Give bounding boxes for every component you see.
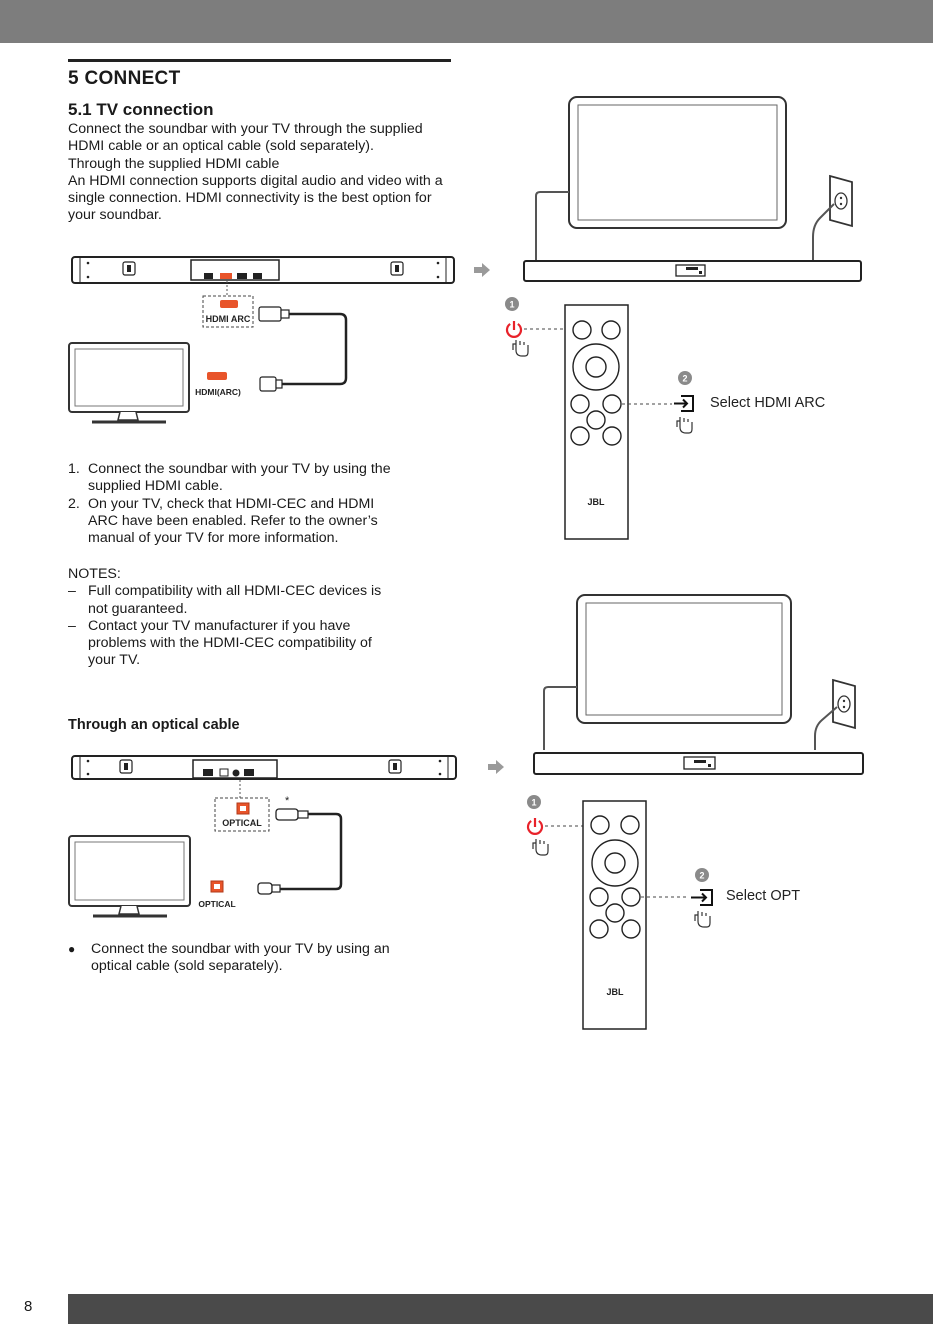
remote-power-button[interactable] — [572, 320, 592, 340]
optical-tv-soundbar-front — [533, 594, 864, 775]
remote-control[interactable]: JBL — [582, 800, 647, 1030]
note-item: – Full compatibility with all HDMI-CEC d… — [68, 583, 382, 617]
footer-bar — [68, 1294, 933, 1324]
tv-front — [535, 96, 787, 260]
hdmi-tv-soundbar-front — [523, 96, 862, 282]
soundbar-rear — [71, 256, 455, 296]
remote-control[interactable]: JBL — [564, 304, 629, 540]
optical-bullet: ● Connect the soundbar with your TV by u… — [68, 941, 390, 975]
step-badge-1: 1 — [505, 297, 519, 311]
soundbar-rear — [71, 755, 457, 798]
hdmi-steps: 1. Connect the soundbar with your TV by … — [68, 461, 391, 547]
optical-remote-diagram: 1 JBL 2 Select OPT — [526, 795, 800, 1030]
step-badge-2: 2 — [678, 371, 692, 385]
hand-pointer-icon — [532, 839, 549, 856]
optical-cable — [257, 808, 343, 895]
notes-title: NOTES: — [68, 566, 121, 582]
optical-wiring-diagram: OPTICAL * OPTICAL — [68, 755, 457, 918]
intro-line: single connection. HDMI connectivity is … — [68, 190, 432, 207]
step-badge-2: 2 — [695, 868, 709, 882]
page-number: 8 — [24, 1298, 33, 1315]
intro-line: HDMI cable or an optical cable (sold sep… — [68, 138, 374, 155]
select-opt-text: Select OPT — [726, 888, 800, 904]
soundbar-optical-port-callout: OPTICAL — [214, 797, 270, 832]
remote-input-button[interactable] — [621, 887, 641, 907]
intro-line: your soundbar. — [68, 207, 162, 224]
soundbar-hdmi-port-callout: HDMI ARC — [202, 295, 254, 328]
step-item: 1. Connect the soundbar with your TV by … — [68, 461, 391, 495]
power-icon — [526, 818, 544, 835]
asterisk: * — [285, 795, 290, 807]
power-icon — [505, 321, 523, 338]
intro-line: Through the supplied HDMI cable — [68, 155, 280, 172]
intro-line: Connect the soundbar with your TV throug… — [68, 121, 423, 137]
tv-side-view: OPTICAL — [68, 835, 236, 918]
svg-text:1: 1 — [531, 798, 536, 808]
step-badge-1: 1 — [527, 795, 541, 809]
svg-text:2: 2 — [682, 374, 687, 384]
remote-input-button[interactable] — [602, 394, 622, 414]
subsection-title: 5.1 TV connection — [68, 100, 214, 119]
remote-power-button[interactable] — [590, 815, 610, 835]
svg-text:2: 2 — [699, 871, 704, 881]
note-item: – Contact your TV manufacturer if you ha… — [68, 617, 372, 669]
input-icon — [674, 395, 694, 412]
remote-brand-logo: JBL — [606, 987, 624, 997]
notes: NOTES: – Full compatibility with all HDM… — [68, 566, 381, 670]
svg-text:1: 1 — [509, 300, 514, 310]
hand-pointer-icon — [676, 417, 693, 434]
soundbar-front — [533, 752, 864, 775]
hand-pointer-icon — [512, 340, 529, 357]
optical-title: Through an optical cable — [68, 717, 240, 733]
wall-socket-icon — [812, 174, 853, 260]
arrow-right-icon — [488, 760, 504, 774]
hdmi-wiring-diagram: HDMI ARC HDMI(ARC) — [68, 256, 455, 424]
input-icon — [691, 889, 713, 906]
optical-port-label: OPTICAL — [222, 818, 262, 828]
section-rule — [68, 59, 451, 62]
remote-brand-logo: JBL — [587, 497, 605, 507]
wall-socket-icon — [814, 678, 856, 750]
tv-optical-port-label: OPTICAL — [198, 899, 235, 909]
hdmi-arc-port-label: HDMI ARC — [206, 314, 251, 324]
step-item: 2. On your TV, check that HDMI-CEC and H… — [68, 495, 378, 547]
tv-side-view: HDMI(ARC) — [68, 342, 241, 424]
tv-front — [543, 594, 792, 750]
select-hdmi-arc-text: Select HDMI ARC — [710, 395, 825, 411]
arrow-right-icon — [474, 263, 490, 277]
tv-hdmi-port-label: HDMI(ARC) — [195, 387, 241, 397]
soundbar-front — [523, 260, 862, 282]
header-bar — [0, 0, 933, 43]
hdmi-cable — [258, 306, 348, 392]
intro-line: An HDMI connection supports digital audi… — [68, 172, 443, 189]
section-title: 5 CONNECT — [68, 68, 181, 89]
hdmi-remote-diagram: 1 JBL 2 Select HDMI ARC — [505, 297, 825, 540]
intro-paragraph: Connect the soundbar with your TV throug… — [68, 121, 488, 225]
hand-pointer-icon — [694, 911, 711, 928]
